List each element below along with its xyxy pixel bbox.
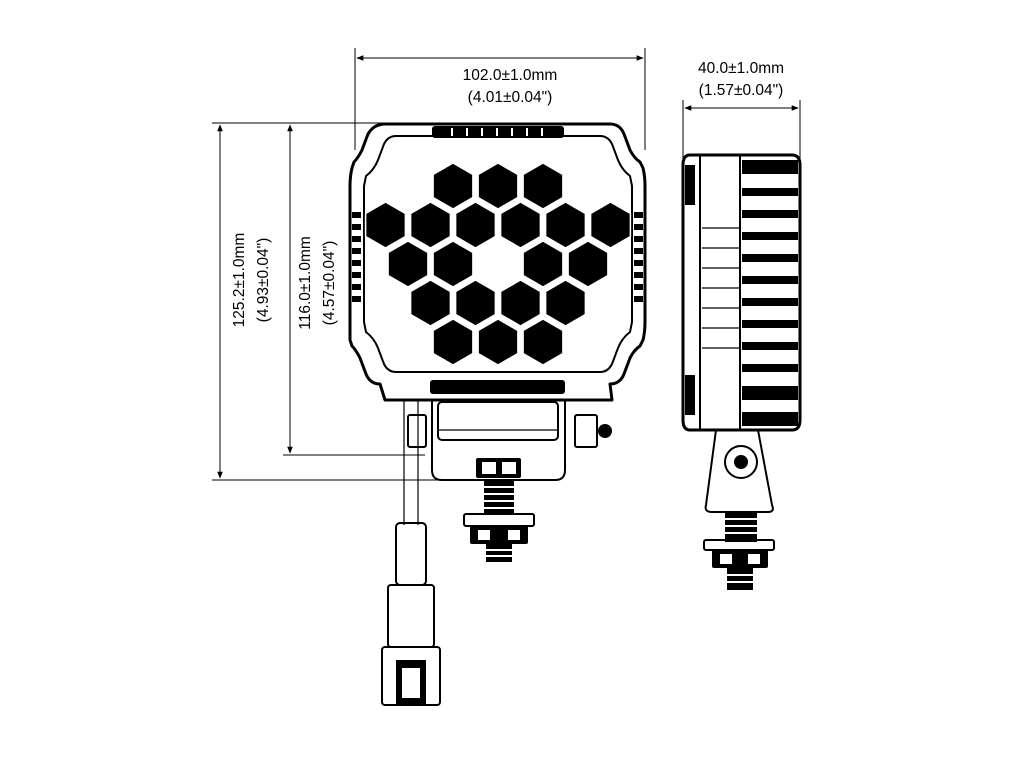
bottom-band — [430, 380, 565, 394]
led-hex-17 — [477, 318, 519, 366]
side-ribs — [702, 227, 740, 349]
side-housing-outline — [681, 153, 802, 432]
total-height-inch-label: (4.93±0.04") — [255, 238, 272, 323]
width-mm-label: 102.0±1.0mm — [463, 67, 558, 84]
led-hex-8 — [387, 240, 429, 288]
led-hex-12 — [409, 279, 452, 327]
front-view — [348, 122, 647, 706]
led-hex-7 — [544, 201, 587, 249]
side-bracket — [704, 429, 774, 513]
side-front-ridges — [685, 165, 695, 415]
side-pivot-inner — [734, 455, 748, 469]
led-hex-1 — [432, 162, 474, 210]
side-pivot-outer — [724, 445, 758, 479]
housing-height-inch-label: (4.57±0.04") — [321, 241, 338, 326]
depth-inch-label: (1.57±0.04") — [699, 82, 784, 99]
led-array — [364, 162, 632, 366]
led-hex-15 — [544, 279, 587, 327]
led-hex-10 — [522, 240, 564, 288]
width-dimension: 102.0±1.0mm (4.01±0.04") — [354, 48, 646, 150]
led-hex-3 — [522, 162, 564, 210]
led-hex-14 — [499, 279, 542, 327]
housing-height-dimension: 116.0±1.0mm (4.57±0.04") — [283, 122, 425, 456]
led-hex-5 — [454, 201, 497, 249]
front-housing-outline — [348, 122, 647, 402]
side-fins — [742, 160, 798, 426]
led-hex-19 — [364, 201, 407, 249]
housing-height-mm-label: 116.0±1.0mm — [297, 236, 314, 330]
front-lens-outline — [363, 135, 633, 373]
led-hex-2 — [477, 162, 519, 210]
left-side-fins — [352, 212, 361, 302]
led-hex-4 — [409, 201, 452, 249]
depth-mm-label: 40.0±1.0mm — [698, 60, 784, 77]
right-side-fins — [634, 212, 643, 302]
cable-and-connector — [381, 400, 441, 706]
led-hex-13 — [454, 279, 497, 327]
led-hex-16 — [432, 318, 474, 366]
front-bolt — [463, 480, 535, 562]
side-bolt — [703, 512, 775, 590]
depth-dimension: 40.0±1.0mm (1.57±0.04") — [682, 60, 801, 160]
top-fin-slots — [451, 128, 543, 136]
led-hex-6 — [499, 201, 542, 249]
led-hex-20 — [589, 201, 632, 249]
mounting-bracket — [407, 400, 612, 481]
led-hex-18 — [522, 318, 564, 366]
total-height-mm-label: 125.2±1.0mm — [231, 233, 248, 328]
width-inch-label: (4.01±0.04") — [468, 89, 553, 106]
led-hex-11 — [567, 240, 609, 288]
side-view — [681, 153, 802, 590]
led-hex-9 — [432, 240, 474, 288]
